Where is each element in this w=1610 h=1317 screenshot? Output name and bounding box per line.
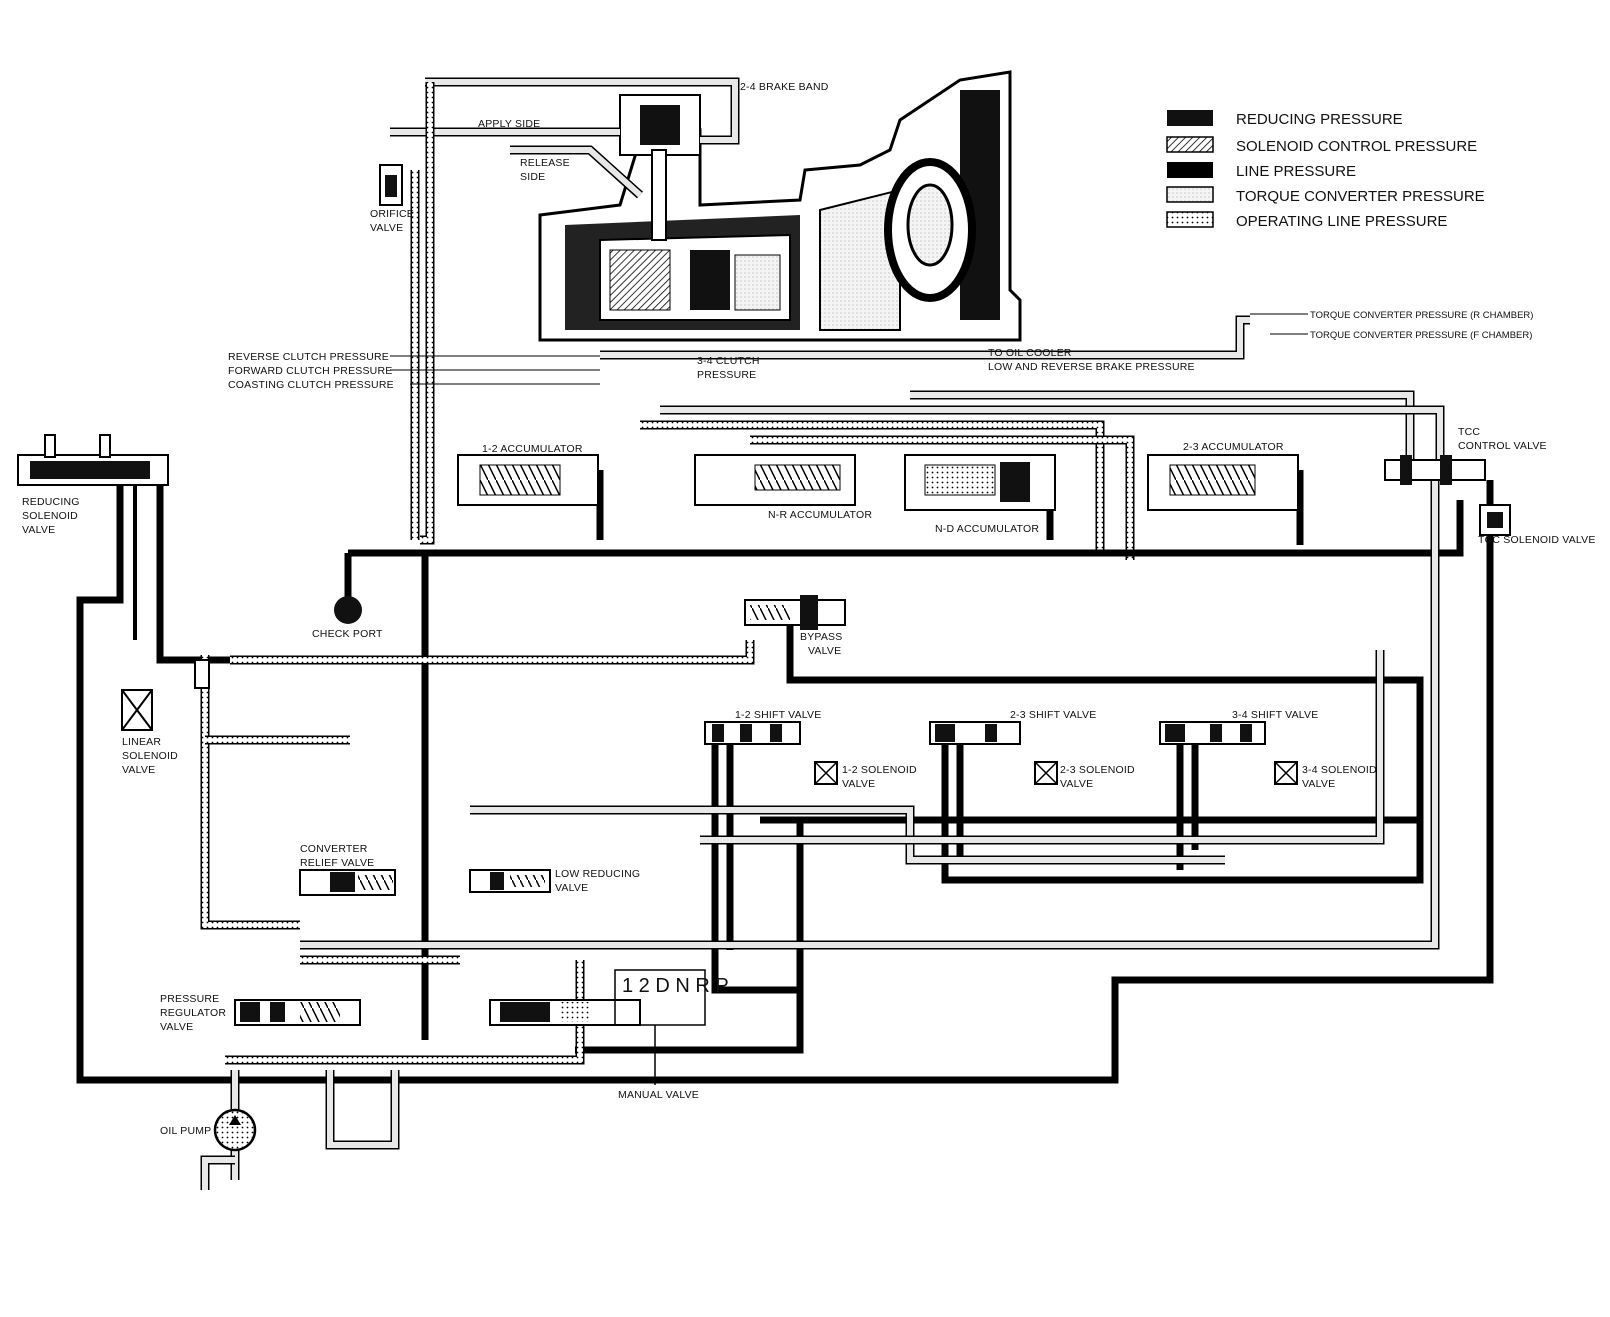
bypass-valve (744, 595, 846, 630)
label-pressure-regulator-2: REGULATOR (160, 1007, 226, 1019)
gear-selector-box (614, 969, 706, 1026)
label-tc-r-chamber: TORQUE CONVERTER PRESSURE (R CHAMBER) (1310, 310, 1533, 321)
legend-label-line: LINE PRESSURE (1236, 163, 1356, 180)
accumulator-nr (694, 454, 856, 506)
label-low-reverse: LOW AND REVERSE BRAKE PRESSURE (988, 361, 1195, 373)
label-reducing-solenoid-1: REDUCING (22, 496, 80, 508)
label-solenoid-34-1: 3-4 SOLENOID (1302, 764, 1377, 776)
shift-valve-12 (704, 721, 801, 745)
solenoid-valve-12 (814, 761, 838, 785)
label-pressure-regulator-3: VALVE (160, 1021, 193, 1033)
transmission-cross-section (538, 70, 1022, 342)
label-shift-valve-23: 2-3 SHIFT VALVE (1010, 709, 1096, 721)
label-accumulator-23: 2-3 ACCUMULATOR (1183, 441, 1284, 453)
label-forward-clutch: FORWARD CLUTCH PRESSURE (228, 365, 392, 377)
pressure-regulator-valve (234, 999, 361, 1026)
label-release-side-1: RELEASE (520, 157, 570, 169)
label-apply-side: APPLY SIDE (478, 118, 540, 130)
label-oil-pump: OIL PUMP (160, 1125, 211, 1137)
label-orifice-valve-2: VALVE (370, 222, 403, 234)
label-orifice-valve-1: ORIFICE (370, 208, 414, 220)
shift-valve-23 (929, 721, 1021, 745)
label-reducing-solenoid-3: VALVE (22, 524, 55, 536)
labels: 2-4 BRAKE BAND APPLY SIDE RELEASE SIDE O… (22, 81, 1596, 1137)
converter-relief-valve (299, 869, 396, 896)
label-shift-valve-12: 1-2 SHIFT VALVE (735, 709, 821, 721)
legend-item-torque: TORQUE CONVERTER PRESSURE (1166, 186, 1485, 205)
label-reverse-clutch: REVERSE CLUTCH PRESSURE (228, 351, 389, 363)
label-bypass-valve-2: VALVE (808, 645, 841, 657)
label-brake-band: 2-4 BRAKE BAND (740, 81, 829, 93)
oil-pump (213, 1108, 257, 1152)
label-coasting-clutch: COASTING CLUTCH PRESSURE (228, 379, 394, 391)
label-linear-solenoid-3: VALVE (122, 764, 155, 776)
shift-valve-34 (1159, 721, 1266, 745)
label-solenoid-34-2: VALVE (1302, 778, 1335, 790)
label-converter-relief-2: RELIEF VALVE (300, 857, 374, 869)
low-reducing-valve (469, 869, 551, 893)
orifice-valve (379, 164, 403, 206)
label-shift-valve-34: 3-4 SHIFT VALVE (1232, 709, 1318, 721)
legend-label-solenoid: SOLENOID CONTROL PRESSURE (1236, 138, 1477, 155)
legend-swatch-operating (1166, 211, 1214, 228)
accumulator-12 (457, 454, 599, 506)
label-accumulator-nd: N-D ACCUMULATOR (935, 523, 1039, 535)
label-low-reducing-2: VALVE (555, 882, 588, 894)
label-manual-valve: MANUAL VALVE (618, 1089, 699, 1101)
legend-item-solenoid: SOLENOID CONTROL PRESSURE (1166, 136, 1477, 155)
label-linear-solenoid-2: SOLENOID (122, 750, 178, 762)
accumulator-23 (1147, 454, 1299, 511)
legend-swatch-reducing (1167, 110, 1213, 126)
tcc-control-valve (1384, 455, 1486, 485)
manual-valve (489, 969, 706, 1085)
label-solenoid-23-2: VALVE (1060, 778, 1093, 790)
pipe-network (76, 77, 1494, 1190)
tcc-solenoid-valve (1479, 504, 1511, 536)
legend-swatch-solenoid (1166, 136, 1214, 153)
label-check-port: CHECK PORT (312, 628, 383, 640)
reducing-solenoid-valve (17, 434, 169, 486)
label-tcc-solenoid: TCC SOLENOID VALVE (1478, 534, 1596, 546)
label-reducing-solenoid-2: SOLENOID (22, 510, 78, 522)
label-oil-cooler: TO OIL COOLER (988, 347, 1072, 359)
legend-item-operating: OPERATING LINE PRESSURE (1166, 211, 1447, 230)
label-solenoid-23-1: 2-3 SOLENOID (1060, 764, 1135, 776)
label-tcc-control-2: CONTROL VALVE (1458, 440, 1547, 452)
label-solenoid-12-1: 1-2 SOLENOID (842, 764, 917, 776)
legend-item-reducing: REDUCING PRESSURE (1167, 110, 1403, 128)
label-accumulator-nr: N-R ACCUMULATOR (768, 509, 872, 521)
label-release-side-2: SIDE (520, 171, 545, 183)
linear-solenoid-valve (121, 659, 210, 731)
check-port (334, 596, 362, 624)
legend-label-operating: OPERATING LINE PRESSURE (1236, 213, 1447, 230)
legend-label-reducing: REDUCING PRESSURE (1236, 111, 1403, 128)
legend-label-torque: TORQUE CONVERTER PRESSURE (1236, 188, 1485, 205)
label-linear-solenoid-1: LINEAR (122, 736, 161, 748)
label-low-reducing-1: LOW REDUCING (555, 868, 640, 880)
label-tcc-control-1: TCC (1458, 426, 1480, 438)
label-34-clutch-1: 3-4 CLUTCH (697, 355, 760, 367)
legend: REDUCING PRESSURE SOLENOID CONTROL PRESS… (1166, 110, 1485, 230)
label-solenoid-12-2: VALVE (842, 778, 875, 790)
label-34-clutch-2: PRESSURE (697, 369, 756, 381)
accumulator-nd (904, 454, 1056, 511)
label-converter-relief-1: CONVERTER (300, 843, 368, 855)
legend-swatch-torque (1166, 186, 1214, 203)
legend-swatch-line (1167, 162, 1213, 178)
solenoid-valve-23 (1034, 761, 1058, 785)
label-accumulator-12: 1-2 ACCUMULATOR (482, 443, 583, 455)
label-bypass-valve-1: BYPASS (800, 631, 842, 643)
legend-item-line: LINE PRESSURE (1167, 162, 1356, 180)
label-tc-f-chamber: TORQUE CONVERTER PRESSURE (F CHAMBER) (1310, 330, 1532, 341)
label-gear-selector: 1 2 D N R P (622, 975, 729, 997)
label-pressure-regulator-1: PRESSURE (160, 993, 219, 1005)
solenoid-valve-34 (1274, 761, 1298, 785)
